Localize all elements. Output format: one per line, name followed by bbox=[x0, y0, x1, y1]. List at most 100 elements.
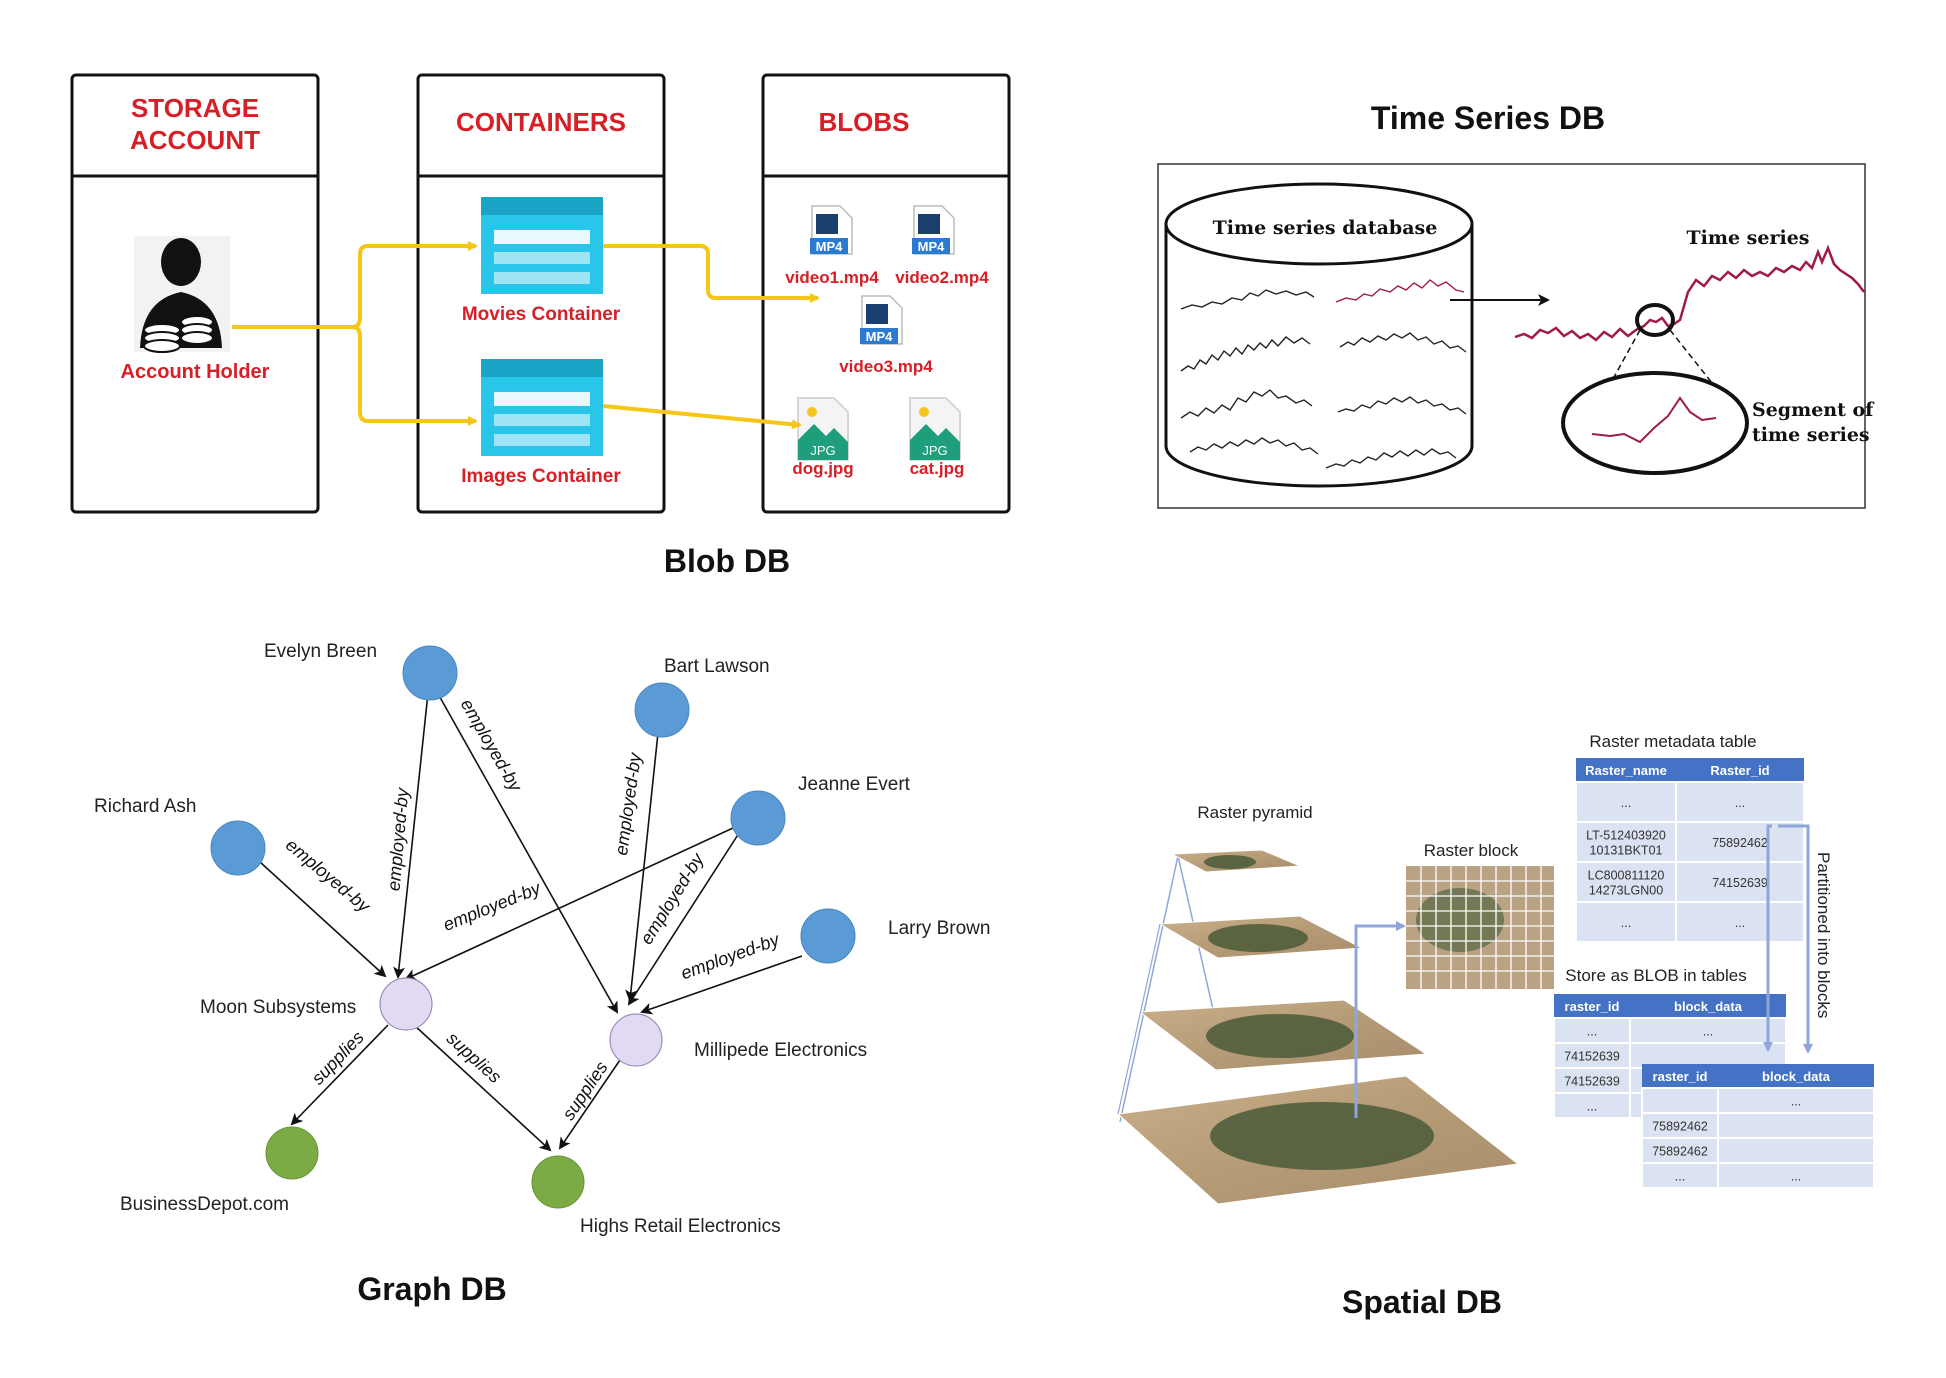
table-cell bbox=[1717, 1162, 1875, 1189]
graph-node-businessdepot bbox=[265, 1126, 319, 1180]
table-cell bbox=[1553, 1092, 1631, 1119]
blob-flow-arrows bbox=[232, 241, 820, 430]
table-header-cell: block_data bbox=[1674, 999, 1743, 1014]
table-cell bbox=[1575, 781, 1677, 823]
graph-node-evelyn bbox=[402, 645, 458, 701]
edge-label: employed-by bbox=[440, 877, 544, 935]
containers-title: CONTAINERS bbox=[456, 107, 626, 137]
node-label-moon: Moon Subsystems bbox=[200, 997, 356, 1018]
table-header-cell: Raster_id bbox=[1710, 763, 1769, 778]
table-cell-text: 14273LGN00 bbox=[1589, 884, 1663, 898]
table-cell-text: 10131BKT01 bbox=[1590, 844, 1663, 858]
time-series-db-title: Time Series DB bbox=[1371, 100, 1605, 136]
table-cell-text: 74152639 bbox=[1712, 876, 1768, 890]
graph-node-jeanne bbox=[730, 790, 786, 846]
metadata-to-blob-arrow bbox=[1763, 824, 1773, 1052]
table-header-cell: block_data bbox=[1762, 1069, 1831, 1084]
account-holder-icon bbox=[134, 236, 230, 353]
table-cell-text: ... bbox=[1675, 1170, 1685, 1184]
graph-edges bbox=[259, 691, 803, 1152]
company-nodes bbox=[379, 977, 663, 1067]
time-series-line bbox=[1514, 244, 1865, 342]
table-cell bbox=[1641, 1087, 1719, 1114]
dog-label: dog.jpg bbox=[792, 459, 853, 478]
video1-label: video1.mp4 bbox=[785, 268, 879, 287]
svg-text:JPG: JPG bbox=[810, 443, 835, 458]
table-header-row bbox=[1554, 994, 1786, 1018]
table-header-row bbox=[1642, 1064, 1874, 1088]
edge-label: supplies bbox=[443, 1028, 505, 1087]
table-cell bbox=[1675, 821, 1805, 863]
jpg-file-icon: JPG bbox=[797, 397, 849, 461]
retailer-nodes bbox=[265, 1126, 585, 1209]
time-series-label: Time series bbox=[1687, 227, 1810, 249]
movies-container-icon bbox=[481, 197, 603, 294]
table-cell bbox=[1717, 1087, 1875, 1114]
node-label-businessdepot: BusinessDepot.com bbox=[120, 1194, 289, 1215]
svg-text:MP4: MP4 bbox=[918, 239, 946, 254]
table-cell bbox=[1675, 861, 1805, 903]
mp4-file-icon: MP4 bbox=[860, 295, 903, 345]
graph-node-millipede bbox=[609, 1013, 663, 1067]
node-label-evelyn: Evelyn Breen bbox=[264, 641, 377, 662]
blobs-title: BLOBS bbox=[819, 107, 910, 137]
containers-column: CONTAINERS Movies Container Images Conta… bbox=[416, 73, 666, 514]
table-cell bbox=[1629, 1042, 1787, 1069]
table-cell-text: 74152639 bbox=[1564, 1075, 1620, 1089]
metadata-table-title: Raster metadata table bbox=[1589, 732, 1756, 751]
svg-text:MP4: MP4 bbox=[816, 239, 844, 254]
table-cell bbox=[1553, 1042, 1631, 1069]
node-label-larry: Larry Brown bbox=[888, 918, 990, 939]
raster-pyramid-label: Raster pyramid bbox=[1197, 803, 1312, 822]
person-nodes bbox=[210, 645, 856, 964]
cat-label: cat.jpg bbox=[910, 459, 965, 478]
stored-series-lines bbox=[1180, 279, 1467, 469]
blob-db-diagram: STORAGE ACCOUNT Account Holder CONTAINER… bbox=[70, 73, 1011, 579]
table-cell bbox=[1675, 901, 1805, 943]
segment-line bbox=[1591, 396, 1717, 444]
raster-block-grid bbox=[1406, 866, 1554, 989]
table-cell-text: 74152639 bbox=[1564, 1050, 1620, 1064]
edge-label: employed-by bbox=[282, 835, 375, 917]
blobs-column: BLOBS MP4 video1.mp4 MP4 video2.mp4 MP bbox=[761, 73, 1011, 514]
svg-text:MP4: MP4 bbox=[866, 329, 894, 344]
table-cell-text: LC800811120 bbox=[1588, 869, 1665, 883]
segment-zoom-circle bbox=[1561, 371, 1749, 475]
account-holder-label: Account Holder bbox=[121, 361, 270, 383]
table-cell-text: ... bbox=[1621, 796, 1631, 810]
video2-label: video2.mp4 bbox=[895, 268, 989, 287]
graph-db-diagram: employed-by employed-by employed-by empl… bbox=[94, 641, 990, 1307]
time-series-db-diagram: Time Series DB Time series database Time… bbox=[1157, 100, 1875, 509]
video3-label: video3.mp4 bbox=[839, 357, 933, 376]
spatial-db-title: Spatial DB bbox=[1342, 1284, 1502, 1320]
table-cell-text: 75892462 bbox=[1652, 1145, 1708, 1159]
spatial-db-diagram: Raster pyramid Raster block bbox=[1116, 732, 1875, 1320]
node-label-millipede: Millipede Electronics bbox=[694, 1040, 867, 1061]
table-cell-text: ... bbox=[1791, 1170, 1801, 1184]
storage-account-column: STORAGE ACCOUNT Account Holder bbox=[70, 73, 320, 514]
database-label: Time series database bbox=[1213, 217, 1438, 239]
table-cell bbox=[1717, 1112, 1875, 1139]
table-cell-text: ... bbox=[1703, 1025, 1713, 1039]
graph-node-highs bbox=[531, 1155, 585, 1209]
table-header-cell: raster_id bbox=[1653, 1069, 1708, 1084]
images-container-icon bbox=[481, 359, 603, 456]
graph-node-labels: Evelyn Breen Bart Lawson Richard Ash Jea… bbox=[94, 641, 990, 1237]
edge-label: supplies bbox=[558, 1058, 612, 1124]
partition-arrow bbox=[1778, 824, 1813, 1054]
edge-label: employed-by bbox=[678, 929, 783, 983]
table-cell bbox=[1641, 1112, 1719, 1139]
blob-db-title: Blob DB bbox=[664, 543, 790, 579]
table-header-cell: Raster_name bbox=[1585, 763, 1667, 778]
blob-table-title: Store as BLOB in tables bbox=[1565, 966, 1746, 985]
graph-node-bart bbox=[634, 682, 690, 738]
pyramid-to-block-arrow bbox=[1354, 921, 1406, 1118]
svg-text:JPG: JPG bbox=[922, 443, 947, 458]
node-label-highs: Highs Retail Electronics bbox=[580, 1216, 781, 1237]
segment-highlight-circle bbox=[1635, 303, 1675, 337]
images-container-label: Images Container bbox=[461, 466, 621, 487]
raster-block-label: Raster block bbox=[1424, 841, 1519, 860]
segment-label-line2: time series bbox=[1752, 424, 1870, 446]
